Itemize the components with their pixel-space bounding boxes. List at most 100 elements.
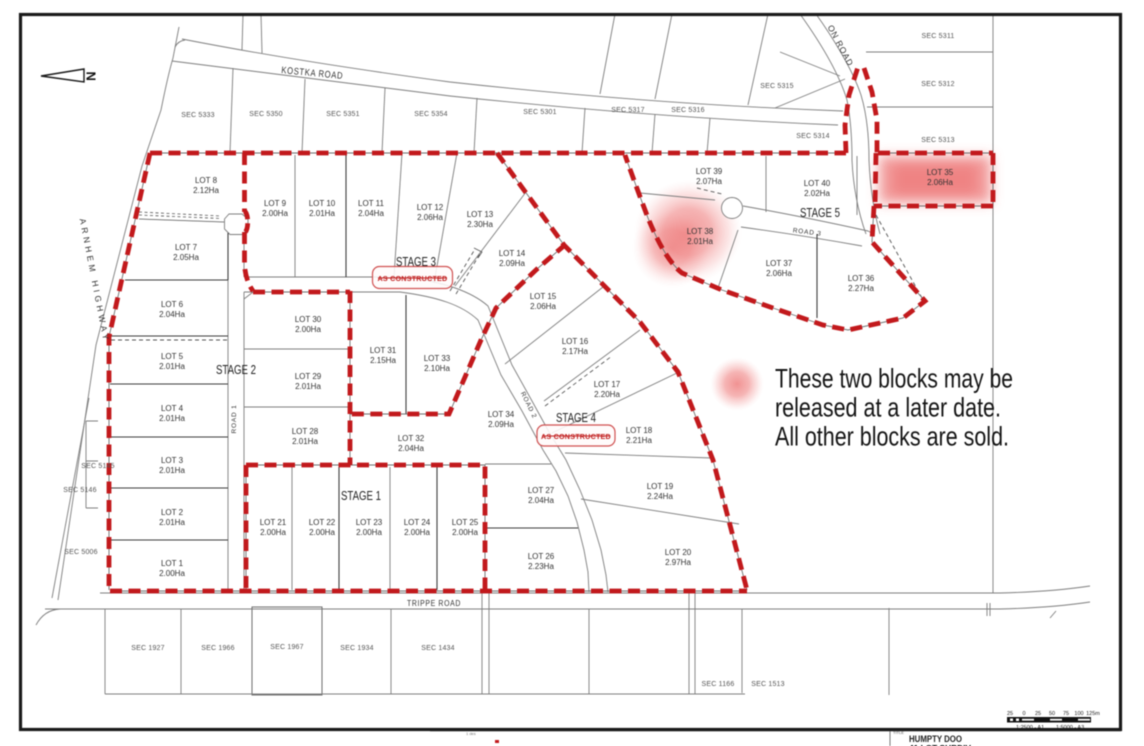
svg-text:SEC 5315: SEC 5315 (760, 83, 794, 90)
svg-text:LOT 3: LOT 3 (161, 456, 184, 465)
svg-text:ROAD 3: ROAD 3 (792, 227, 822, 237)
svg-text:ROAD 1: ROAD 1 (231, 404, 238, 433)
svg-text:2.01Ha: 2.01Ha (159, 362, 185, 371)
svg-text:2.00Ha: 2.00Ha (356, 528, 382, 537)
svg-text:2.02Ha: 2.02Ha (804, 189, 830, 198)
svg-text:0: 0 (1022, 711, 1025, 717)
svg-text:2.00Ha: 2.00Ha (452, 528, 478, 537)
svg-text:SEC 1934: SEC 1934 (340, 645, 374, 652)
svg-text:2.00Ha: 2.00Ha (260, 528, 286, 537)
svg-text:LOT 40: LOT 40 (804, 179, 831, 188)
svg-text:LOT 10: LOT 10 (309, 199, 336, 208)
svg-text:25: 25 (1007, 711, 1013, 717)
svg-text:2.01Ha: 2.01Ha (159, 414, 185, 423)
svg-text:STAGE 3: STAGE 3 (396, 255, 436, 269)
svg-text:LOT 11: LOT 11 (358, 199, 384, 208)
svg-text:2.06Ha: 2.06Ha (927, 178, 953, 187)
svg-text:2.20Ha: 2.20Ha (594, 390, 620, 399)
svg-text:2.00Ha: 2.00Ha (404, 528, 430, 537)
svg-text:2.09Ha: 2.09Ha (499, 259, 525, 268)
svg-text:LOT 21: LOT 21 (260, 518, 287, 527)
svg-text:SEC 1166: SEC 1166 (702, 681, 735, 688)
svg-text:STAGE 4: STAGE 4 (556, 411, 596, 425)
svg-text:2.04Ha: 2.04Ha (358, 209, 384, 218)
svg-text:HUMPTY DOO: HUMPTY DOO (909, 734, 962, 745)
svg-text:LOT 37: LOT 37 (766, 259, 793, 268)
svg-text:2.09Ha: 2.09Ha (488, 420, 514, 429)
svg-text:LOT 14: LOT 14 (499, 249, 526, 258)
svg-text:2.01Ha: 2.01Ha (687, 237, 713, 246)
svg-text:LOT 29: LOT 29 (295, 372, 322, 381)
svg-text:LOT 15: LOT 15 (530, 292, 557, 301)
svg-text:SEC 5311: SEC 5311 (922, 33, 955, 40)
svg-text:SEC 5317: SEC 5317 (611, 107, 645, 114)
svg-text:LOT 24: LOT 24 (404, 518, 431, 527)
svg-text:2.21Ha: 2.21Ha (626, 436, 652, 445)
svg-text:LOT 18: LOT 18 (626, 426, 653, 435)
svg-text:2.01Ha: 2.01Ha (309, 209, 335, 218)
svg-text:2.06Ha: 2.06Ha (530, 302, 556, 311)
svg-text:2.24Ha: 2.24Ha (647, 492, 673, 501)
svg-text:LOT 32: LOT 32 (398, 434, 425, 443)
svg-text:LOT 8: LOT 8 (195, 176, 218, 185)
svg-text:LOT 9: LOT 9 (264, 199, 287, 208)
svg-text:SEC 5314: SEC 5314 (796, 133, 830, 140)
svg-text:2.06Ha: 2.06Ha (417, 213, 443, 222)
svg-text:2.17Ha: 2.17Ha (562, 347, 588, 356)
svg-text:released at a later date.: released at a later date. (775, 393, 1001, 423)
svg-text:1 des: 1 des (466, 731, 476, 736)
svg-text:75: 75 (1063, 711, 1069, 717)
svg-text:25: 25 (1035, 711, 1041, 717)
svg-text:2.15Ha: 2.15Ha (370, 356, 396, 365)
svg-text:2.00Ha: 2.00Ha (262, 209, 288, 218)
svg-text:2.12Ha: 2.12Ha (193, 186, 219, 195)
svg-text:2.00Ha: 2.00Ha (309, 528, 335, 537)
svg-text:2.97Ha: 2.97Ha (665, 558, 691, 567)
svg-text:SEC 5301: SEC 5301 (523, 109, 557, 116)
svg-text:LOT 19: LOT 19 (647, 482, 674, 491)
svg-text:2.07Ha: 2.07Ha (696, 177, 722, 186)
svg-text:LOT 36: LOT 36 (848, 274, 875, 283)
svg-text:SEC 5313: SEC 5313 (921, 137, 955, 144)
svg-text:SEC 5006: SEC 5006 (64, 549, 98, 556)
svg-text:N: N (84, 72, 99, 81)
svg-text:SEC 5316: SEC 5316 (671, 107, 705, 114)
svg-text:SEC 1927: SEC 1927 (131, 645, 165, 652)
svg-text:2.01Ha: 2.01Ha (159, 466, 185, 475)
svg-text:2.00Ha: 2.00Ha (159, 569, 185, 578)
svg-text:SEC 5312: SEC 5312 (921, 81, 955, 88)
svg-text:SEC 5350: SEC 5350 (249, 111, 283, 118)
svg-text:STAGE 1: STAGE 1 (341, 489, 381, 503)
svg-text:SEC 5333: SEC 5333 (181, 112, 215, 119)
svg-text:SEC 1967: SEC 1967 (270, 644, 304, 651)
svg-text:All other blocks are sold.: All other blocks are sold. (775, 422, 1009, 452)
svg-text:LOT 38: LOT 38 (687, 227, 714, 236)
svg-text:LOT 35: LOT 35 (927, 168, 954, 177)
svg-text:LOT 1: LOT 1 (161, 559, 184, 568)
svg-text:SEC 1434: SEC 1434 (421, 645, 455, 652)
svg-text:2.30Ha: 2.30Ha (467, 220, 493, 229)
svg-text:LOT 28: LOT 28 (292, 427, 319, 436)
svg-text:LOT 4: LOT 4 (161, 404, 184, 413)
svg-text:TRIPPE ROAD: TRIPPE ROAD (407, 598, 461, 608)
svg-text:SEC 5351: SEC 5351 (326, 111, 360, 118)
svg-text:SEC 1513: SEC 1513 (751, 681, 785, 688)
svg-text:SEC 5145: SEC 5145 (81, 463, 115, 470)
svg-text:LOT 33: LOT 33 (424, 354, 451, 363)
svg-text:LOT 23: LOT 23 (356, 518, 383, 527)
svg-text:LOT 13: LOT 13 (467, 210, 494, 219)
svg-text:LOT 6: LOT 6 (161, 300, 184, 309)
svg-text:SEC 1966: SEC 1966 (201, 645, 235, 652)
svg-text:SEC 5146: SEC 5146 (63, 487, 97, 494)
svg-text:2.04Ha: 2.04Ha (159, 310, 185, 319)
svg-text:2.01Ha: 2.01Ha (292, 437, 318, 446)
svg-text:LOT 17: LOT 17 (594, 380, 621, 389)
svg-text:LOT 20: LOT 20 (665, 548, 692, 557)
svg-text:LOT 39: LOT 39 (696, 167, 723, 176)
svg-text:These two blocks may be: These two blocks may be (775, 364, 1013, 394)
svg-text:2.01Ha: 2.01Ha (295, 382, 321, 391)
svg-text:STAGE 5: STAGE 5 (800, 206, 840, 220)
svg-text:STAGE 2: STAGE 2 (216, 363, 256, 377)
svg-text:LOT 5: LOT 5 (161, 352, 184, 361)
svg-text:2.05Ha: 2.05Ha (173, 253, 199, 262)
